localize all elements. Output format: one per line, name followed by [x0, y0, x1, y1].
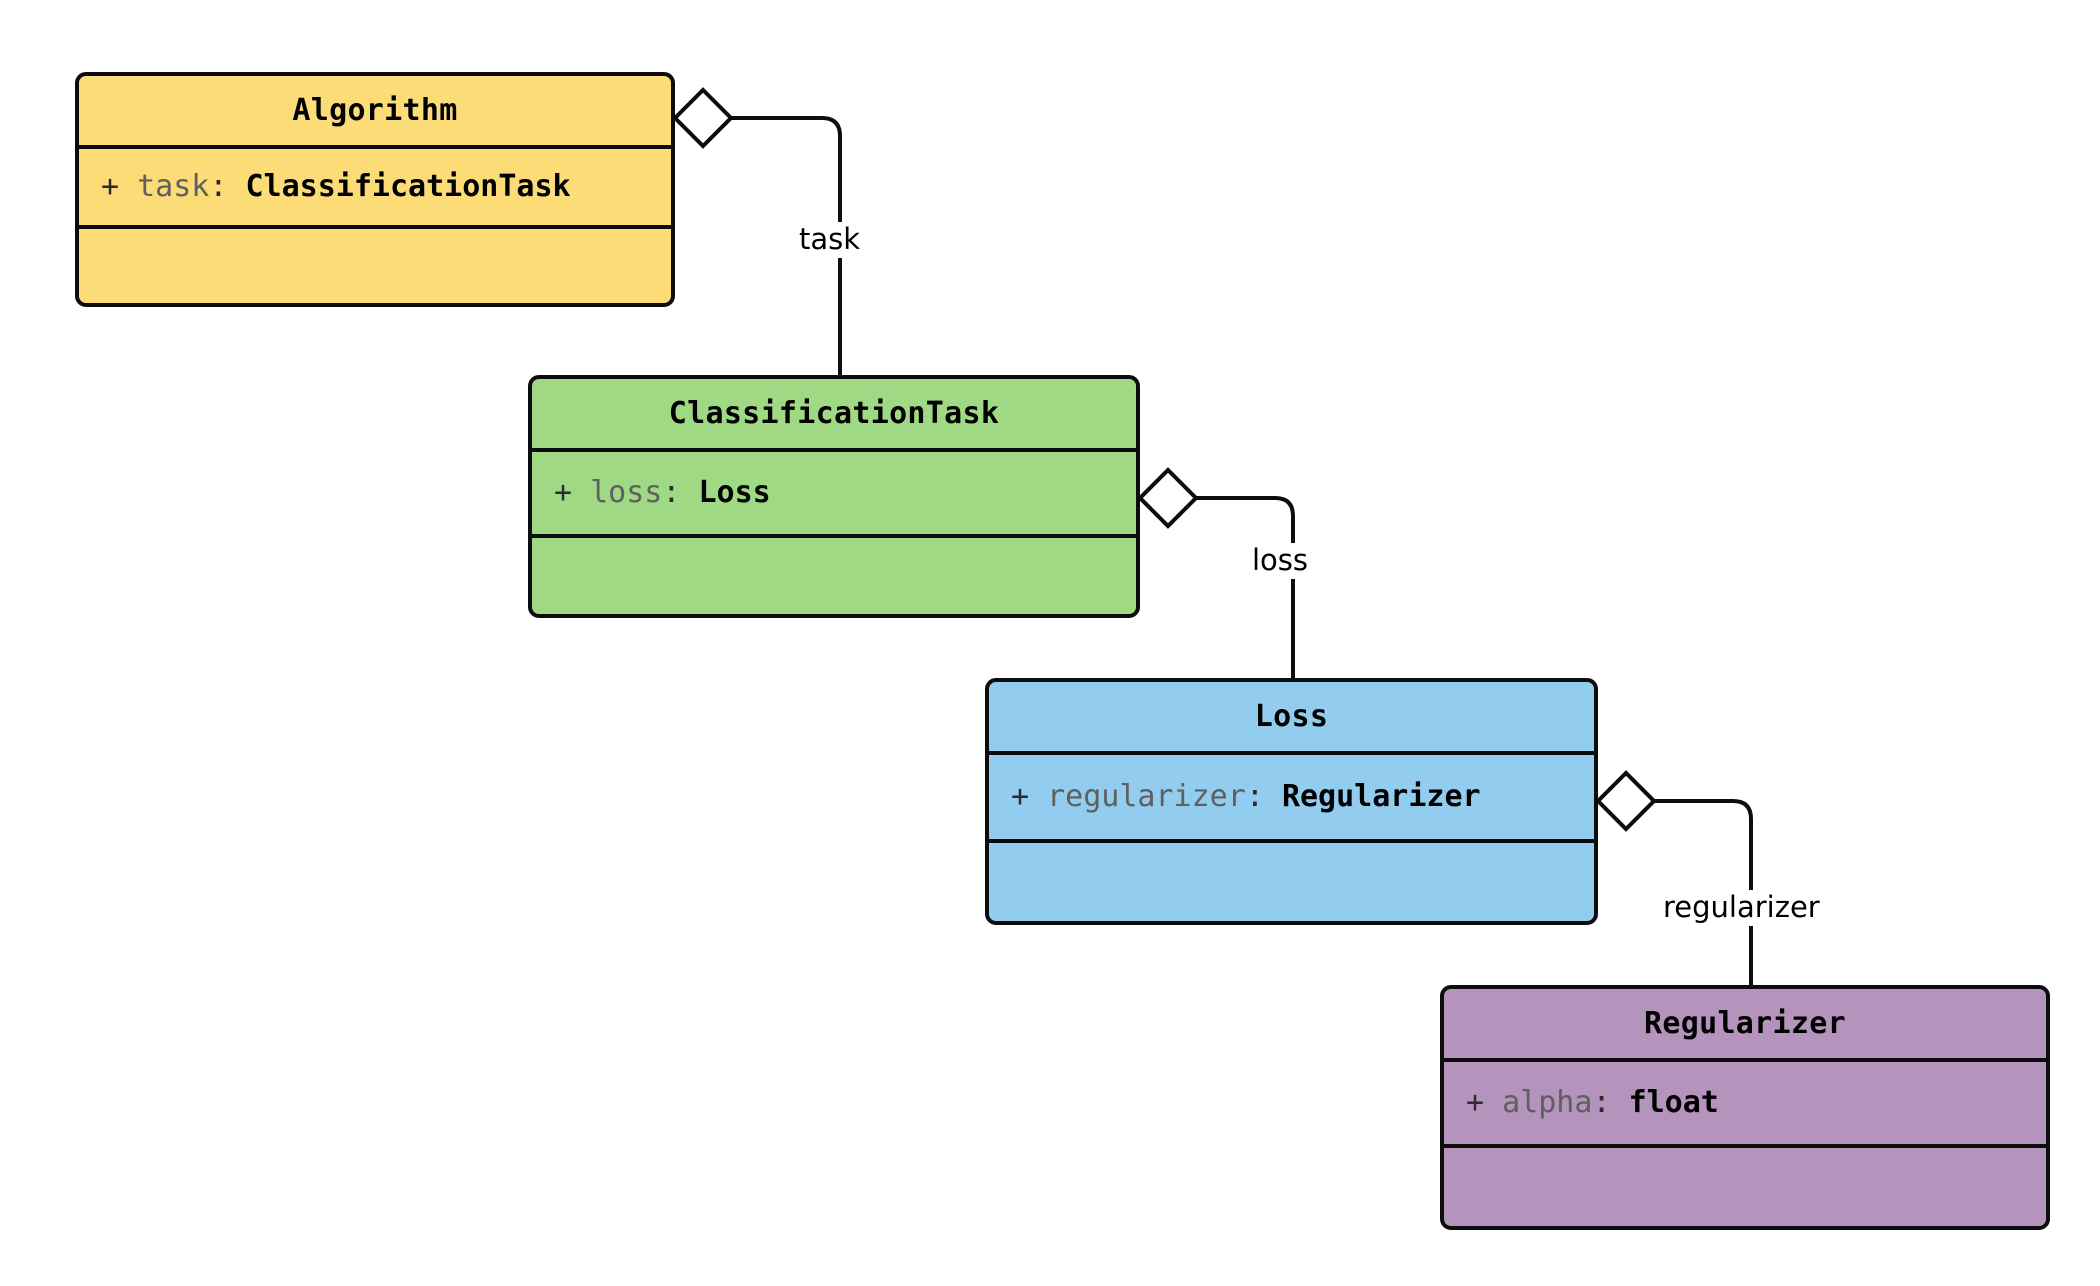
class-name-classification-task: ClassificationTask: [532, 379, 1136, 452]
class-box-regularizer[interactable]: Regularizer + alpha: float: [1440, 985, 2050, 1230]
attribute-separator: :: [209, 169, 228, 205]
class-name-loss: Loss: [989, 682, 1594, 755]
attribute-separator: :: [1245, 779, 1264, 815]
attribute-row: + regularizer: Regularizer: [1011, 778, 1594, 816]
aggregation-diamond-task: [672, 87, 734, 149]
class-box-loss[interactable]: Loss + regularizer: Regularizer: [985, 678, 1598, 925]
edge-line-regularizer: [1654, 799, 1753, 985]
attribute-row: + loss: Loss: [554, 474, 1136, 512]
attribute-type: float: [1628, 1085, 1719, 1121]
attribute-separator: :: [1592, 1085, 1611, 1121]
class-attributes-algorithm: + task: ClassificationTask: [79, 149, 671, 229]
aggregation-diamond-loss: [1137, 467, 1199, 529]
attribute-name: loss: [590, 475, 663, 511]
attribute-row: + task: ClassificationTask: [101, 168, 671, 206]
attribute-separator: :: [662, 475, 681, 511]
attribute-visibility: +: [554, 475, 573, 511]
class-name-regularizer: Regularizer: [1444, 989, 2046, 1062]
class-box-classification-task[interactable]: ClassificationTask + loss: Loss: [528, 375, 1140, 618]
edge-loss-regularizer[interactable]: [1595, 770, 1753, 985]
class-attributes-regularizer: + alpha: float: [1444, 1062, 2046, 1148]
class-name-algorithm: Algorithm: [79, 76, 671, 149]
edge-label-loss: loss: [1247, 543, 1314, 579]
aggregation-diamond-regularizer: [1595, 770, 1657, 832]
attribute-visibility: +: [101, 169, 120, 205]
attribute-visibility: +: [1011, 779, 1030, 815]
attribute-name: task: [137, 169, 210, 205]
attribute-name: regularizer: [1047, 779, 1246, 815]
edge-algorithm-task[interactable]: [672, 87, 842, 375]
attribute-type: ClassificationTask: [245, 169, 571, 205]
class-box-algorithm[interactable]: Algorithm + task: ClassificationTask: [75, 72, 675, 307]
attribute-type: Regularizer: [1281, 779, 1481, 815]
class-attributes-loss: + regularizer: Regularizer: [989, 755, 1594, 843]
attribute-name: alpha: [1502, 1085, 1593, 1121]
attribute-visibility: +: [1466, 1085, 1485, 1121]
attribute-type: Loss: [698, 475, 771, 511]
edge-label-task: task: [794, 222, 866, 258]
edge-line-task: [731, 116, 842, 375]
edge-line-loss: [1196, 496, 1295, 678]
edge-label-regularizer: regularizer: [1658, 890, 1825, 926]
attribute-row: + alpha: float: [1466, 1084, 2046, 1122]
class-attributes-classification-task: + loss: Loss: [532, 452, 1136, 538]
edge-classificationtask-loss[interactable]: [1137, 467, 1295, 678]
